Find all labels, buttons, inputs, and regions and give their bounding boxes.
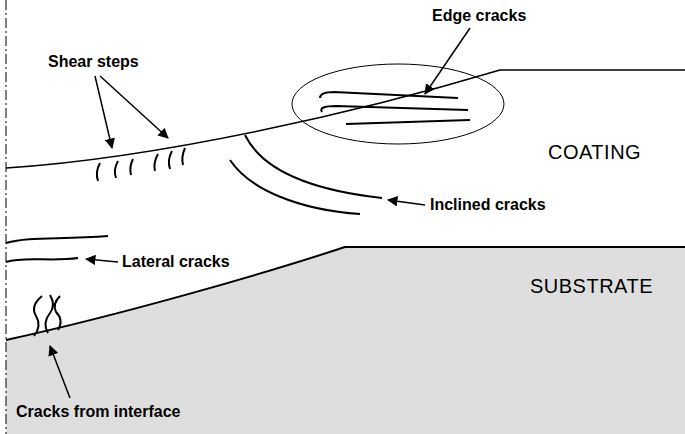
- lateral-cracks: [6, 236, 108, 262]
- feature-label: Edge cracks: [432, 6, 526, 25]
- leader-arrows: [50, 28, 470, 398]
- shear-steps: [97, 148, 185, 181]
- layer-label: SUBSTRATE: [530, 274, 653, 298]
- edge-cracks: [320, 92, 470, 124]
- interface-line: [6, 247, 685, 340]
- inclined-cracks: [230, 135, 382, 214]
- coating-surface: [6, 70, 685, 168]
- feature-label: Lateral cracks: [122, 252, 230, 271]
- substrate-region: [6, 247, 685, 434]
- symmetry-axis: [6, 0, 7, 434]
- feature-label: Cracks from interface: [16, 402, 181, 421]
- layer-label: COATING: [548, 140, 641, 164]
- edge-crack-zone: [292, 64, 504, 144]
- interface-cracks: [34, 295, 61, 336]
- feature-label: Inclined cracks: [430, 195, 546, 214]
- feature-label: Shear steps: [48, 52, 139, 71]
